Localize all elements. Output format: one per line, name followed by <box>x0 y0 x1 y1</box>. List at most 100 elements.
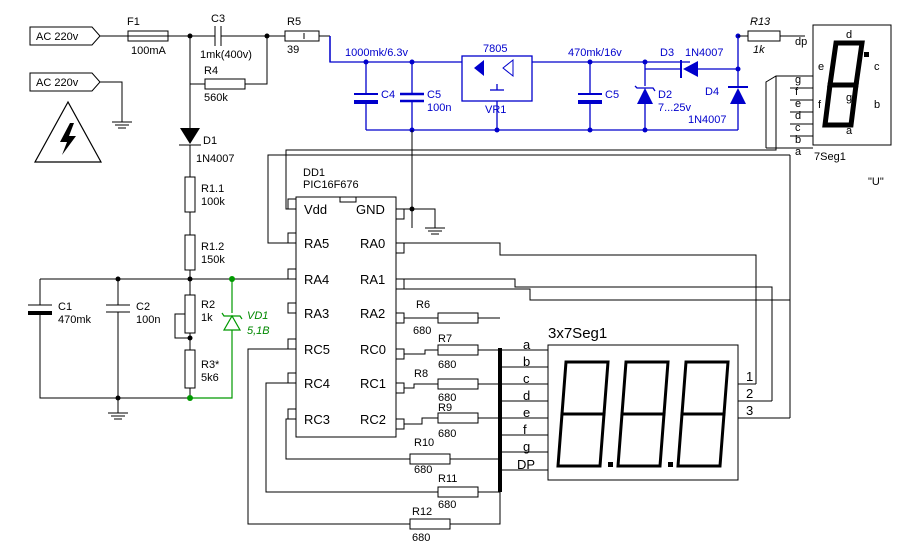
seg-label-d: d <box>523 388 530 403</box>
r6-value: 680 <box>413 325 431 337</box>
c5a-ref: C5 <box>427 89 441 101</box>
d3-ref: D3 <box>660 47 674 59</box>
mcu-pin-right-5: RC1 <box>360 376 386 391</box>
seven-seg-shown-char: "U" <box>868 176 884 188</box>
inner-label-c: c <box>874 61 880 73</box>
r11-value: 680 <box>438 499 456 511</box>
seg7-pin-g: g <box>795 74 801 86</box>
vd1-ref: VD1 <box>247 310 268 322</box>
zener-vd1 <box>221 312 243 331</box>
mcu-dd1 <box>295 196 397 438</box>
r3-ref: R3* <box>201 359 220 371</box>
seg-label-g: g <box>523 439 530 454</box>
ac-input-1: AC 220v <box>29 26 101 46</box>
d4-ref: D4 <box>705 86 719 98</box>
r9-ref: R9 <box>438 402 452 414</box>
c2-ref: C2 <box>136 301 150 313</box>
resistor-r7 <box>437 344 479 356</box>
r5-value: 39 <box>287 44 299 56</box>
high-voltage-warning-icon <box>33 100 103 163</box>
mcu-pin-left-1: RA5 <box>304 236 329 251</box>
mcu-pin-right-6: RC2 <box>360 412 386 427</box>
resistor-r1-2 <box>184 234 196 271</box>
inner-label-a: a <box>846 125 853 137</box>
f1-value: 100mA <box>131 45 167 57</box>
d3-value: 1N4007 <box>685 47 724 59</box>
r7-ref: R7 <box>438 333 452 345</box>
seg-label-c: c <box>523 371 530 386</box>
resistor-r4 <box>204 78 246 90</box>
mcu-pin-left-0: Vdd <box>304 202 327 217</box>
mcu-pin-right-3: RA2 <box>360 306 385 321</box>
seg-label-dp: DP <box>517 457 535 472</box>
r9-value: 680 <box>438 428 456 440</box>
inner-label-f: f <box>818 99 822 111</box>
r10-value: 680 <box>414 464 432 476</box>
diode-d1 <box>179 128 201 146</box>
c2-value: 100n <box>136 314 160 326</box>
r6-ref: R6 <box>416 299 430 311</box>
r12-ref: R12 <box>412 506 432 518</box>
resistor-r6 <box>437 312 479 324</box>
r7-value: 680 <box>438 359 456 371</box>
inner-label-d: d <box>846 29 852 41</box>
seven-seg-inner-labels: d e c g f b a <box>818 29 880 137</box>
ground-symbol <box>112 121 132 129</box>
segment-labels: a b c d e f g DP <box>517 337 535 472</box>
display-ref: 3x7Seg1 <box>548 325 607 342</box>
mcu-left-pins: Vdd RA5 RA4 RA3 RC5 RC4 RC3 <box>304 202 330 427</box>
c4-value: 1000mk/6.3v <box>345 47 408 59</box>
mcu-pin-right-4: RC0 <box>360 342 386 357</box>
seg-label-e: e <box>523 405 530 420</box>
r10-ref: R10 <box>414 437 434 449</box>
inner-label-e: e <box>818 61 824 73</box>
r2-ref: R2 <box>201 299 215 311</box>
r3-value: 5k6 <box>201 372 219 384</box>
mcu-part: PIC16F676 <box>303 179 359 191</box>
r5-ref: R5 <box>287 16 301 28</box>
seg7-pin-e: e <box>795 98 801 110</box>
digit-pin-2: 2 <box>746 386 753 401</box>
c4-ref: C4 <box>381 89 395 101</box>
d2-value: 7...25v <box>658 102 692 114</box>
seg7-pin-a: a <box>795 146 802 158</box>
segment-resistors: R6 680 R7 680 R8 680 R9 680 R10 680 R11 … <box>247 299 501 544</box>
c3-value: 1mk(400v) <box>200 49 252 61</box>
seg-label-a: a <box>523 337 531 352</box>
seg-label-b: b <box>523 354 530 369</box>
capacitor-c4 <box>354 93 378 104</box>
r1-1-value: 100k <box>201 196 225 208</box>
seg-label-f: f <box>523 422 527 437</box>
resistor-r5 <box>284 30 320 42</box>
d1-ref: D1 <box>203 135 217 147</box>
seven-seg-pins: dp g f e d c b a <box>765 36 813 158</box>
r8-value: 680 <box>438 392 456 404</box>
resistor-r10 <box>409 453 451 465</box>
r1-2-ref: R1.2 <box>201 241 224 253</box>
r4-ref: R4 <box>204 65 218 77</box>
mcu-pin-right-0: GND <box>356 202 385 217</box>
resistor-r3 <box>184 349 196 389</box>
r4-value: 560k <box>204 92 228 104</box>
resistor-r1-1 <box>184 176 196 213</box>
seg7-pin-dp: dp <box>795 36 807 48</box>
vr1-value: 7805 <box>483 43 507 55</box>
resistor-r12 <box>409 518 451 530</box>
r1-1-ref: R1.1 <box>201 183 224 195</box>
r13-value: 1k <box>753 44 765 56</box>
seven-seg-digit <box>822 40 869 128</box>
resistor-r11 <box>437 486 479 498</box>
ground-symbol <box>108 412 128 420</box>
mcu-pin-left-5: RC4 <box>304 376 330 391</box>
trimmer-r2 <box>184 294 196 334</box>
mcu-ref: DD1 <box>303 167 325 179</box>
display-digit-3 <box>676 360 730 468</box>
display-digit-2 <box>616 360 673 468</box>
capacitor-c2 <box>106 304 130 313</box>
mcu-pin-left-6: RC3 <box>304 412 330 427</box>
inner-label-g: g <box>846 92 852 104</box>
ac-input-1-label: AC 220v <box>36 31 79 43</box>
d4-value: 1N4007 <box>688 114 727 126</box>
d1-value: 1N4007 <box>196 153 235 165</box>
